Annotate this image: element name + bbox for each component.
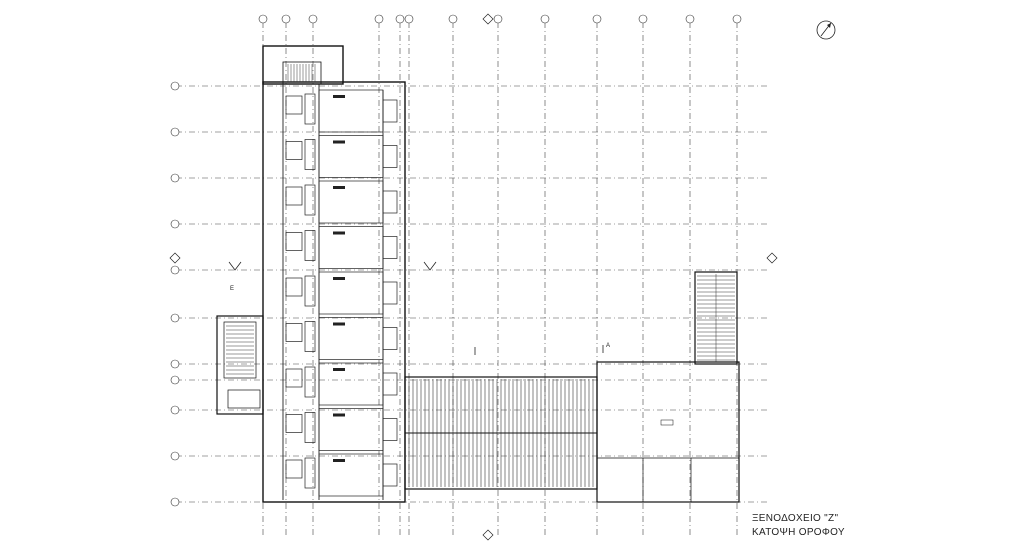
room-outline <box>318 271 384 315</box>
grid-bubble-icon <box>258 14 268 24</box>
balcony-outline <box>382 418 398 441</box>
balcony-outline <box>382 145 398 168</box>
grid-bubble-icon <box>404 14 414 24</box>
balcony-outline <box>382 99 398 123</box>
stair-treads <box>226 64 316 375</box>
bed-outline <box>304 139 316 170</box>
grid-bubble-icon <box>169 252 181 264</box>
north-arrow-icon <box>816 20 836 40</box>
grid-bubble-icon <box>170 219 180 229</box>
balcony-outline <box>382 463 398 487</box>
bathroom-outline <box>285 277 303 297</box>
drawing-title: ΞΕΝΟΔΟΧΕΙΟ "Ζ" <box>752 513 839 524</box>
bed-outline <box>304 275 316 307</box>
grid-bubble-icon <box>170 451 180 461</box>
room-outline <box>318 226 384 269</box>
room-tag <box>333 459 345 462</box>
section-mark-side: E <box>230 286 234 292</box>
grid-bubble-icon <box>170 173 180 183</box>
room-outline <box>318 453 384 497</box>
grid-bubble-icon <box>448 14 458 24</box>
grid-bubble-icon <box>493 14 503 24</box>
grid-bubble-icon <box>482 529 494 541</box>
room-tag <box>333 140 345 144</box>
grid-bubble-icon <box>766 252 778 264</box>
bathroom-outline <box>285 459 303 479</box>
room-tag <box>333 277 345 280</box>
grid-bubble-icon <box>374 14 384 24</box>
main-wing <box>262 45 406 503</box>
grid-bubble-icon <box>638 14 648 24</box>
grid-bubble-icon <box>170 313 180 323</box>
grid-bubble-icon <box>685 14 695 24</box>
bed-outline <box>304 93 316 125</box>
grid-bubble-icon <box>170 375 180 385</box>
grid-bubble-icon <box>395 14 405 24</box>
bathroom-outline <box>285 232 303 251</box>
bed-outline <box>304 457 316 489</box>
room-tag <box>333 231 345 235</box>
bathroom-outline <box>285 323 303 342</box>
grid-bubble-icon <box>592 14 602 24</box>
room-outline <box>318 408 384 451</box>
bathroom-outline <box>285 141 303 160</box>
bathroom-outline <box>285 186 303 206</box>
grid-bubble-icon <box>482 13 494 25</box>
room-outline <box>318 317 384 360</box>
grid-bubble-icon <box>540 14 550 24</box>
bed-outline <box>304 321 316 352</box>
drawing-title-block: ΞΕΝΟΔΟΧΕΙΟ "Ζ" ΚΑΤΟΨΗ ΟΡΟΦΟΥ <box>752 512 845 540</box>
stair-tower <box>216 315 264 415</box>
grid-bubble-icon <box>170 127 180 137</box>
bed-outline <box>304 184 316 216</box>
grid-bubble-icon <box>170 81 180 91</box>
drawing-subtitle: ΚΑΤΟΨΗ ΟΡΟΦΟΥ <box>752 527 845 538</box>
room-tag <box>333 368 345 371</box>
bathroom-outline <box>285 368 303 388</box>
external-stair <box>694 271 738 365</box>
balcony-outline <box>382 372 398 396</box>
grid-bubble-icon <box>170 405 180 415</box>
grid-bubble-icon <box>170 497 180 507</box>
balcony-outline <box>382 281 398 305</box>
room-tag <box>333 95 345 98</box>
room-outline <box>318 89 384 133</box>
room-outline <box>318 362 384 406</box>
section-mark-a: A <box>606 343 610 349</box>
elevation-marker-icon <box>228 261 604 355</box>
room-outline <box>318 135 384 178</box>
grid-bubble-icon <box>170 265 180 275</box>
grid-bubbles <box>169 13 778 541</box>
hall-wing <box>596 361 740 503</box>
guest-rooms <box>285 89 398 497</box>
room-outline <box>318 180 384 224</box>
grid-bubble-icon <box>281 14 291 24</box>
room-tag <box>333 413 345 417</box>
room-tag <box>333 322 345 326</box>
bathroom-outline <box>285 414 303 433</box>
balcony-outline <box>382 327 398 350</box>
grid-bubble-icon <box>732 14 742 24</box>
roof-canopy <box>404 376 598 490</box>
grid-bubble-icon <box>170 359 180 369</box>
room-tag <box>333 186 345 189</box>
balcony-outline <box>382 190 398 214</box>
balcony-outline <box>382 236 398 259</box>
bathroom-outline <box>285 95 303 115</box>
bed-outline <box>304 412 316 443</box>
bed-outline <box>304 230 316 261</box>
bed-outline <box>304 366 316 398</box>
grid-bubble-icon <box>308 14 318 24</box>
